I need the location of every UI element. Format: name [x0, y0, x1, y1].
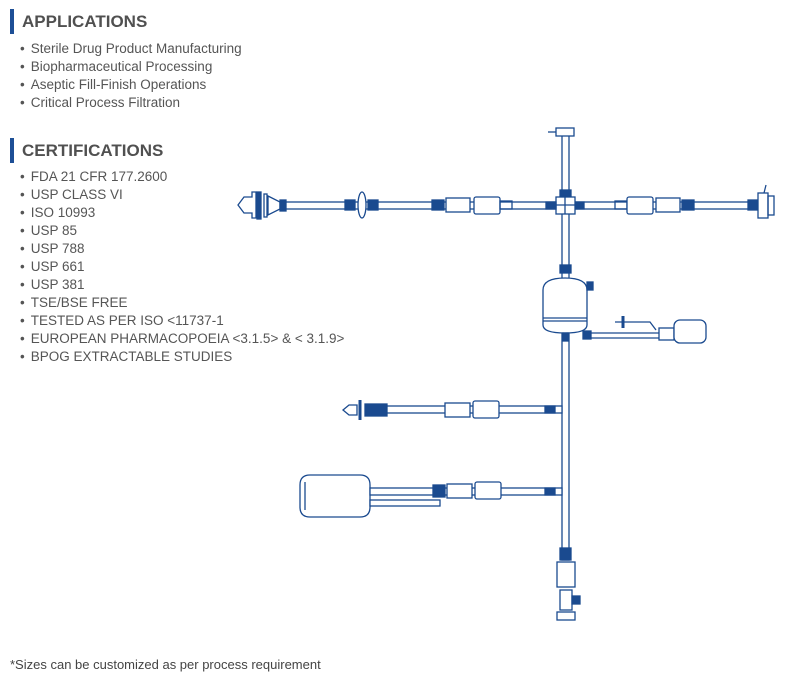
list-item: FDA 21 CFR 177.2600	[20, 168, 344, 186]
applications-title: APPLICATIONS	[22, 11, 148, 31]
left-triclamp-connector	[237, 191, 287, 220]
list-item: Critical Process Filtration	[20, 94, 242, 112]
aseptic-connector-left	[431, 196, 557, 215]
list-item: USP 661	[20, 258, 344, 276]
bottom-valve	[556, 547, 581, 621]
list-item: USP 788	[20, 240, 344, 258]
certifications-heading: CERTIFICATIONS	[10, 138, 163, 163]
sample-bag-branch	[582, 316, 707, 344]
list-item: Biopharmaceutical Processing	[20, 58, 242, 76]
heading-accent-bar	[10, 138, 14, 163]
certifications-list: FDA 21 CFR 177.2600 USP CLASS VI ISO 109…	[20, 168, 345, 366]
list-item: ISO 10993	[20, 204, 344, 222]
right-sanitary-connector	[747, 184, 775, 219]
list-item: USP 85	[20, 222, 344, 240]
list-item: USP CLASS VI	[20, 186, 344, 204]
list-item: BPOG EXTRACTABLE STUDIES	[20, 348, 344, 366]
list-item: Sterile Drug Product Manufacturing	[20, 40, 242, 58]
branch-collection-bag	[299, 474, 563, 518]
inline-filter-left	[344, 191, 379, 219]
list-item: USP 381	[20, 276, 344, 294]
top-sanitary-connector	[548, 127, 575, 197]
list-item: Aseptic Fill-Finish Operations	[20, 76, 242, 94]
applications-list: Sterile Drug Product Manufacturing Bioph…	[20, 40, 242, 112]
aseptic-connector-right	[575, 196, 695, 215]
heading-accent-bar	[10, 9, 14, 34]
branch-filter-vent	[341, 400, 563, 420]
list-item: TSE/BSE FREE	[20, 294, 344, 312]
certifications-title: CERTIFICATIONS	[22, 140, 164, 160]
filter-capsule	[542, 264, 594, 342]
list-item: EUROPEAN PHARMACOPOEIA <3.1.5> & < 3.1.9…	[20, 330, 345, 348]
list-item: TESTED AS PER ISO <11737-1	[20, 312, 344, 330]
applications-heading: APPLICATIONS	[10, 9, 147, 34]
footnote: *Sizes can be customized as per process …	[10, 657, 321, 672]
